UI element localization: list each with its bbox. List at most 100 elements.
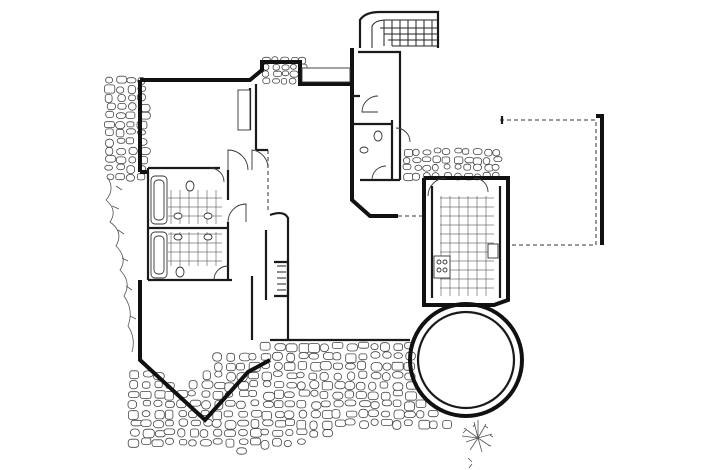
stone	[473, 163, 482, 172]
stone	[356, 360, 366, 371]
stone	[199, 439, 212, 447]
stone	[106, 102, 116, 111]
stone-wall-middle	[402, 147, 503, 182]
stone	[141, 410, 151, 418]
stone	[321, 381, 333, 391]
stone	[129, 370, 139, 380]
stone	[283, 410, 295, 419]
stone	[104, 121, 115, 128]
stone	[273, 361, 283, 371]
stone	[416, 410, 425, 419]
stone	[308, 372, 318, 381]
stone	[493, 156, 503, 162]
stone	[272, 370, 283, 377]
stone	[105, 138, 114, 148]
stone	[248, 352, 257, 361]
stone	[116, 147, 127, 156]
stone-wall-left	[104, 75, 151, 182]
stone	[224, 400, 236, 407]
stone	[442, 420, 452, 429]
stone	[402, 157, 411, 165]
stone	[285, 343, 298, 353]
doors	[209, 95, 489, 281]
stone	[443, 163, 451, 170]
stone	[224, 420, 237, 430]
stone	[212, 352, 222, 362]
stone	[105, 128, 114, 136]
stone	[331, 342, 344, 349]
stone	[391, 361, 404, 371]
stone	[296, 371, 305, 379]
stone	[346, 343, 359, 352]
stone	[117, 94, 126, 102]
stone	[261, 70, 270, 78]
stone	[154, 380, 163, 389]
stone	[154, 390, 166, 399]
stone	[250, 428, 263, 438]
stone	[309, 430, 318, 438]
stone	[310, 410, 321, 419]
stone	[188, 380, 198, 390]
stone	[116, 86, 125, 94]
stone	[402, 163, 412, 170]
stone	[163, 428, 176, 435]
stone	[392, 371, 404, 379]
stone	[454, 147, 463, 154]
stone	[370, 343, 379, 351]
stone	[126, 77, 137, 84]
stone	[116, 137, 126, 144]
stone	[308, 352, 320, 360]
stone	[432, 155, 441, 164]
stone	[237, 419, 250, 427]
stone	[322, 420, 333, 430]
stone	[358, 370, 368, 379]
stone	[344, 390, 355, 399]
stone	[414, 164, 423, 171]
stone	[226, 362, 236, 372]
stone	[358, 353, 368, 361]
stone	[247, 372, 260, 380]
stone	[370, 401, 380, 409]
stone	[126, 165, 136, 174]
stone	[355, 391, 367, 400]
stone	[370, 351, 381, 359]
stone	[491, 163, 500, 171]
stone	[381, 399, 393, 407]
stone	[298, 409, 308, 419]
stone	[249, 437, 261, 446]
plant-icon	[461, 420, 494, 469]
stone	[274, 420, 287, 428]
stone	[165, 409, 174, 420]
stone	[290, 63, 297, 70]
stone	[319, 360, 332, 371]
stone	[105, 154, 117, 163]
stone	[226, 352, 235, 362]
stone	[250, 399, 260, 407]
stone	[238, 428, 248, 437]
stone	[281, 70, 289, 77]
stone	[104, 84, 116, 94]
stone	[272, 351, 283, 361]
stone	[105, 146, 114, 156]
stone	[412, 148, 420, 156]
stone	[454, 163, 462, 170]
stone	[286, 372, 298, 379]
stone	[283, 362, 296, 371]
stone	[199, 429, 209, 438]
stone	[125, 111, 136, 119]
stone	[212, 438, 223, 445]
stone	[211, 419, 222, 428]
stone	[403, 419, 413, 426]
stone	[403, 401, 415, 412]
stone	[357, 341, 370, 349]
stone	[261, 371, 273, 382]
stone	[288, 77, 297, 85]
stone	[285, 418, 295, 426]
stone	[283, 391, 295, 398]
vegetation-outline	[105, 177, 137, 353]
stone	[177, 428, 186, 438]
stone	[239, 389, 250, 397]
stone	[225, 438, 235, 448]
stone	[472, 148, 483, 155]
